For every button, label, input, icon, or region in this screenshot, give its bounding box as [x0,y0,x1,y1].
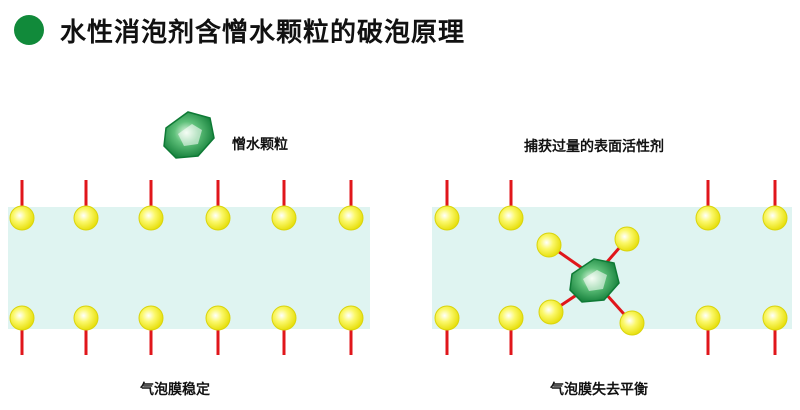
surfactant-row-stable-bottom [9,305,364,355]
title-bullet-icon [14,15,44,45]
capture-label: 捕获过量的表面活性剂 [524,139,664,155]
unstable-label: 气泡膜失去平衡 [550,382,648,398]
stable-label: 气泡膜稳定 [140,382,210,398]
film-stable [8,207,370,329]
surfactant-row-stable-top [9,180,364,231]
hydrophobic-particle-icon [163,111,215,159]
surfactant-row-unstable-top [434,180,788,231]
title-row: 水性消泡剂含憎水颗粒的破泡原理 [14,10,465,50]
hydrophobic-particle-capturing-icon [569,258,620,303]
particle-label: 憎水颗粒 [232,137,288,153]
surfactant-row-unstable-bottom [434,305,788,355]
page-title: 水性消泡剂含憎水颗粒的破泡原理 [60,17,466,48]
